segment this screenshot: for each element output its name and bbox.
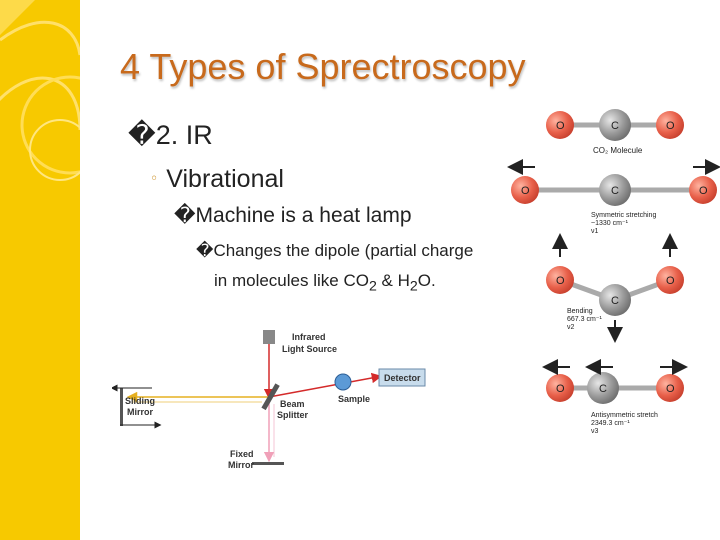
svg-text:C: C bbox=[611, 295, 619, 307]
decorative-swirl bbox=[0, 0, 80, 181]
bullet-text-line2: in molecules like CO2 & H2O. bbox=[214, 271, 436, 295]
svg-text:O: O bbox=[521, 185, 530, 197]
svg-text:O: O bbox=[699, 185, 708, 197]
decorative-sidebar bbox=[0, 0, 80, 540]
slide-title: 4 Types of Sprectroscopy bbox=[120, 46, 526, 87]
sliding-mirror-icon bbox=[120, 388, 123, 426]
light-source-icon bbox=[263, 330, 275, 344]
bullet-text-line1: Changes the dipole (partial charge bbox=[213, 241, 474, 260]
svg-text:O: O bbox=[556, 383, 565, 395]
svg-text:O: O bbox=[666, 383, 675, 395]
beam-splitter-icon bbox=[261, 383, 280, 411]
mode-antisymmetric-stretch: O C O Antisymmetric stretch 2349.3 cm⁻¹ … bbox=[542, 359, 688, 435]
detector-box bbox=[378, 368, 426, 387]
svg-text:Light Source: Light Source bbox=[282, 344, 337, 354]
svg-text:ν3: ν3 bbox=[591, 428, 599, 435]
mode-bending: O C O Bending 667.3 cm⁻¹ ν2 bbox=[546, 233, 684, 343]
svg-text:Bending: Bending bbox=[567, 308, 593, 315]
svg-text:ν2: ν2 bbox=[567, 324, 575, 331]
svg-text:~1330 cm⁻¹: ~1330 cm⁻¹ bbox=[591, 220, 629, 227]
svg-text:Beam: Beam bbox=[280, 399, 305, 409]
bullet-glyph: ◦ bbox=[150, 171, 159, 187]
bullet-glyph: � bbox=[128, 120, 156, 151]
bullet-glyph: � bbox=[196, 241, 214, 261]
svg-text:Antisymmetric stretch: Antisymmetric stretch bbox=[591, 412, 658, 419]
molecule-co2: O C O CO₂ Molecule bbox=[546, 109, 684, 155]
co2-caption: CO₂ Molecule bbox=[593, 146, 643, 155]
bullet-level2: ◦ Vibrational bbox=[150, 165, 284, 194]
svg-text:Fixed: Fixed bbox=[230, 449, 254, 459]
bullet-text: Vibrational bbox=[166, 165, 284, 193]
fixed-mirror-icon bbox=[252, 462, 284, 465]
bullet-text: 2. IR bbox=[155, 120, 213, 150]
svg-text:2349.3 cm⁻¹: 2349.3 cm⁻¹ bbox=[591, 420, 630, 427]
bullet-level1: �2. IR bbox=[128, 120, 213, 151]
svg-text:ν1: ν1 bbox=[591, 228, 599, 235]
svg-text:C: C bbox=[611, 185, 619, 197]
svg-text:C: C bbox=[599, 383, 607, 395]
svg-text:Sample: Sample bbox=[338, 394, 370, 404]
svg-text:667.3 cm⁻¹: 667.3 cm⁻¹ bbox=[567, 316, 602, 323]
svg-text:O: O bbox=[666, 275, 675, 287]
bullet-glyph: � bbox=[174, 203, 196, 227]
svg-text:O: O bbox=[666, 120, 675, 132]
svg-text:Mirror: Mirror bbox=[228, 460, 255, 470]
bullet-level3: �Machine is a heat lamp bbox=[174, 203, 412, 228]
sample-icon bbox=[334, 373, 352, 391]
svg-text:O: O bbox=[556, 275, 565, 287]
ir-interferometer-diagram: Infrared Light Source Beam Splitter Samp… bbox=[112, 330, 426, 470]
mode-symmetric-stretch: O C O Symmetric stretching ~1330 cm⁻¹ ν1 bbox=[507, 159, 720, 235]
co2-vibration-modes-figure: O C O CO₂ Molecule O C O Symmetric stret… bbox=[507, 109, 720, 435]
svg-text:Sliding: Sliding bbox=[125, 396, 155, 406]
bullet-level4: �Changes the dipole (partial charge in m… bbox=[196, 236, 473, 301]
bullet-text: Machine is a heat lamp bbox=[195, 204, 412, 227]
svg-text:Mirror: Mirror bbox=[127, 407, 154, 417]
svg-text:O: O bbox=[556, 120, 565, 132]
svg-text:Detector: Detector bbox=[384, 373, 421, 383]
svg-text:C: C bbox=[611, 120, 619, 132]
svg-text:Infrared: Infrared bbox=[292, 332, 326, 342]
svg-text:Splitter: Splitter bbox=[277, 410, 309, 420]
svg-text:Symmetric stretching: Symmetric stretching bbox=[591, 212, 656, 219]
